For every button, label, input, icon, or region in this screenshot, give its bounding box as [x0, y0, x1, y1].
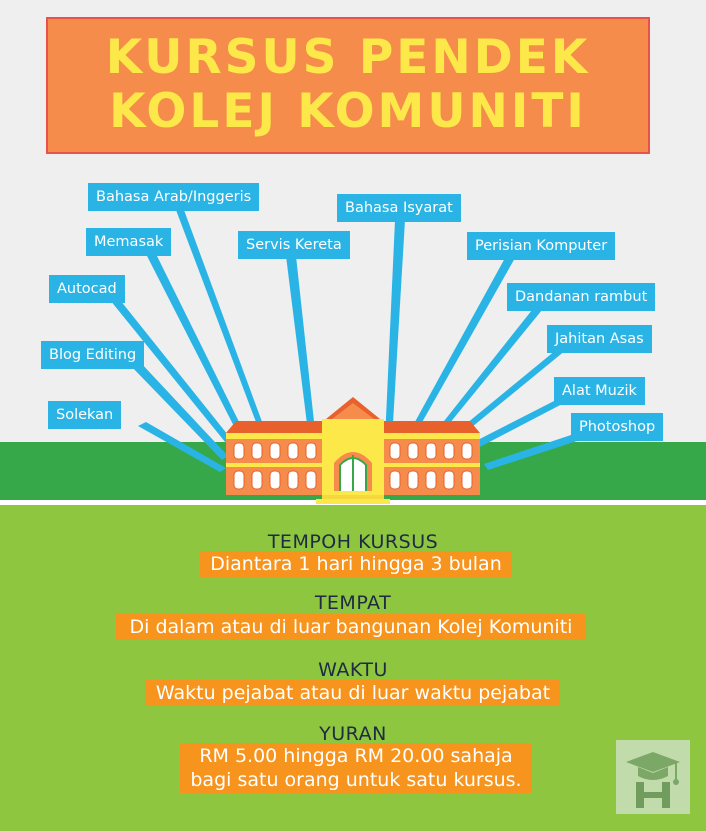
- duration-heading: TEMPOH KURSUS: [267, 531, 439, 553]
- callout-lines: [110, 210, 580, 472]
- location-value: Di dalam atau di luar bangunan Kolej Kom…: [116, 614, 586, 640]
- callout-line-memasak: [146, 254, 248, 440]
- callout-line-perisian: [405, 258, 515, 440]
- title-line-2: KOLEJ KOMUNITI: [109, 84, 587, 139]
- title-banner: KURSUS PENDEK KOLEJ KOMUNITI: [46, 17, 650, 154]
- callout-line-bahasa-arab: [176, 210, 268, 438]
- course-tag-bahasa-isyarat: Bahasa Isyarat: [337, 194, 461, 222]
- callout-line-jahitan: [444, 350, 566, 445]
- course-tag-solekan: Solekan: [48, 401, 122, 429]
- callout-line-photoshop: [484, 434, 580, 470]
- callout-line-autocad: [110, 300, 236, 448]
- time-value: Waktu pejabat atau di luar waktu pejabat: [146, 680, 560, 706]
- title-line-1: KURSUS PENDEK: [105, 30, 591, 85]
- course-tag-alat-muzik: Alat Muzik: [554, 377, 645, 405]
- location-heading: TEMPAT: [314, 592, 392, 614]
- course-tag-servis-kereta: Servis Kereta: [238, 231, 350, 259]
- course-tag-dandanan-rambut: Dandanan rambut: [507, 283, 656, 311]
- callout-line-bahasa-isyarat: [385, 220, 405, 440]
- fee-heading: YURAN: [319, 723, 387, 745]
- duration-value: Diantara 1 hari hingga 3 bulan: [200, 551, 512, 577]
- fee-value-line-1: RM 5.00 hingga RM 20.00 sahaja: [180, 743, 532, 769]
- course-tag-blog-editing: Blog Editing: [41, 341, 145, 369]
- callout-line-blog-editing: [130, 362, 228, 460]
- graduation-cap-logo-icon: [616, 740, 690, 814]
- callout-line-alat-muzik: [466, 400, 566, 452]
- fee-value-line-2: bagi satu orang untuk satu kursus.: [180, 767, 532, 793]
- course-tag-photoshop: Photoshop: [571, 413, 664, 441]
- course-tag-memasak: Memasak: [86, 228, 172, 256]
- callout-line-servis-kereta: [286, 256, 316, 440]
- callout-line-solekan: [138, 422, 226, 472]
- course-tag-bahasa-arab: Bahasa Arab/Inggeris: [88, 183, 260, 211]
- course-tag-autocad: Autocad: [49, 275, 125, 303]
- callout-line-dandanan: [429, 310, 542, 440]
- time-heading: WAKTU: [318, 659, 388, 681]
- course-tag-perisian-komputer: Perisian Komputer: [467, 232, 616, 260]
- course-tag-jahitan-asas: Jahitan Asas: [547, 325, 652, 353]
- college-building-icon: [226, 397, 480, 504]
